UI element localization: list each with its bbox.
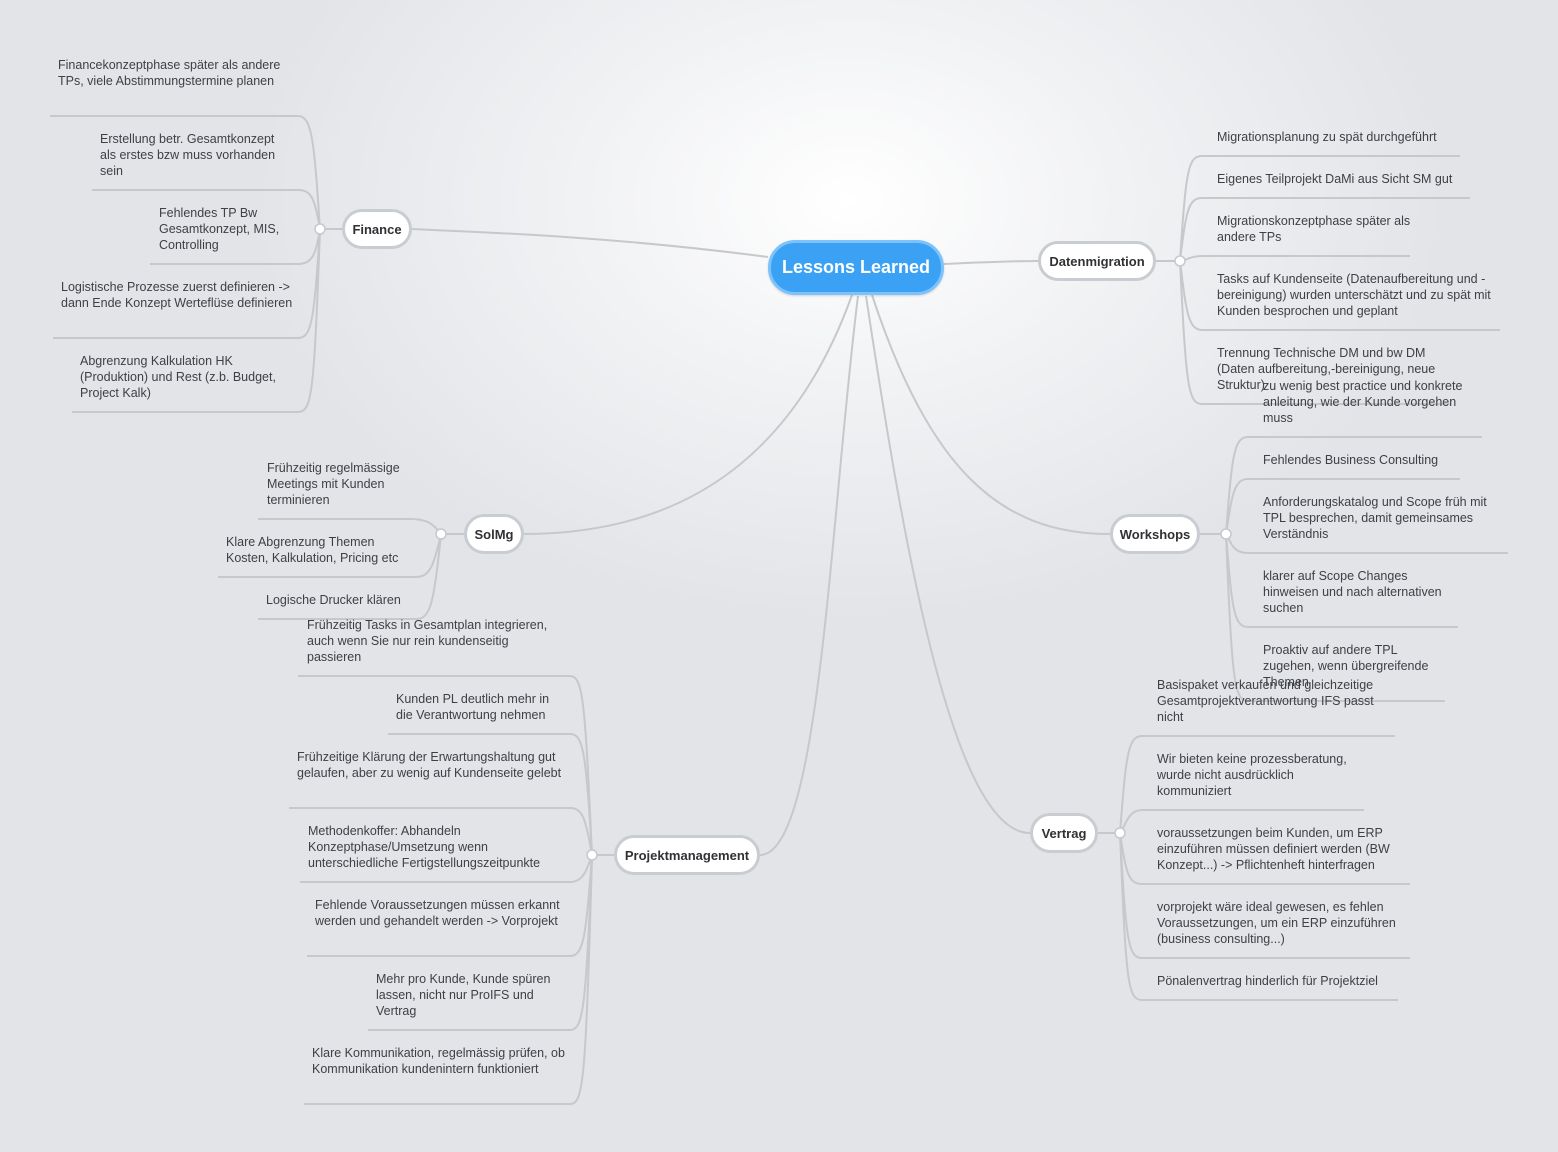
subtopic-solmg-2[interactable]: Klare Abgrenzung Themen Kosten, Kalkulat… bbox=[226, 535, 399, 565]
subtopic-vertrag-1[interactable]: Basispaket verkaufen und gleichzeitige G… bbox=[1157, 678, 1374, 724]
subtopic-pm-2[interactable]: Kunden PL deutlich mehr in die Verantwor… bbox=[396, 692, 550, 722]
link-vertrag bbox=[865, 295, 1031, 834]
subtopic-finance-4[interactable]: Logistische Prozesse zuerst definieren -… bbox=[61, 280, 293, 310]
topic-finance[interactable]: Finance bbox=[342, 209, 412, 249]
datenmigration-node-handle bbox=[1174, 255, 1186, 267]
subtopic-pm-1[interactable]: Frühzeitig Tasks in Gesamtplan integrier… bbox=[307, 618, 548, 664]
central-topic[interactable]: Lessons Learned bbox=[768, 240, 944, 295]
projektmanagement-node-handle bbox=[586, 849, 598, 861]
subtopic-vertrag-2[interactable]: Wir bieten keine prozessberatung, wurde … bbox=[1157, 752, 1347, 798]
subtopic-pm-4[interactable]: Methodenkoffer: Abhandeln Konzeptphase/U… bbox=[308, 824, 541, 870]
topic-vertrag[interactable]: Vertrag bbox=[1030, 813, 1098, 853]
subtopic-dm-5[interactable]: Trennung Technische DM und bw DM (Daten … bbox=[1217, 346, 1436, 392]
subtopic-solmg-3[interactable]: Logische Drucker klären bbox=[266, 593, 401, 607]
subtopic-ws-5[interactable]: Proaktiv auf andere TPL zugehen, wenn üb… bbox=[1263, 643, 1429, 689]
link-solmg bbox=[523, 294, 853, 535]
finance-node-handle bbox=[314, 223, 326, 235]
vertrag-node-handle bbox=[1114, 827, 1126, 839]
subtopic-pm-3[interactable]: Frühzeitige Klärung der Erwartungshaltun… bbox=[297, 750, 562, 780]
subtopic-finance-5[interactable]: Abgrenzung Kalkulation HK (Produktion) u… bbox=[80, 354, 276, 400]
workshops-node-handle bbox=[1220, 528, 1232, 540]
topic-workshops[interactable]: Workshops bbox=[1110, 514, 1200, 554]
subtopic-dm-1[interactable]: Migrationsplanung zu spät durchgeführt bbox=[1217, 130, 1437, 144]
subtopic-vertrag-4[interactable]: vorprojekt wäre ideal gewesen, es fehlen… bbox=[1157, 900, 1396, 946]
link-projektmanagement bbox=[759, 295, 859, 856]
link-workshops bbox=[871, 294, 1111, 535]
subtopic-finance-1[interactable]: Financekonzeptphase später als andere TP… bbox=[58, 58, 281, 88]
subtopic-finance-3[interactable]: Fehlendes TP Bw Gesamtkonzept, MIS, Cont… bbox=[159, 206, 280, 252]
subtopic-dm-2[interactable]: Eigenes Teilprojekt DaMi aus Sicht SM gu… bbox=[1217, 172, 1453, 186]
topic-projektmanagement[interactable]: Projektmanagement bbox=[614, 835, 760, 875]
subtopic-ws-3[interactable]: Anforderungskatalog und Scope früh mit T… bbox=[1263, 495, 1487, 541]
subtopic-ws-2[interactable]: Fehlendes Business Consulting bbox=[1263, 453, 1439, 467]
link-finance bbox=[411, 228, 769, 258]
topic-solmg[interactable]: SolMg bbox=[464, 514, 524, 554]
subtopic-ws-1[interactable]: zu wenig best practice und konkrete anle… bbox=[1263, 379, 1463, 425]
topic-datenmigration[interactable]: Datenmigration bbox=[1038, 241, 1156, 281]
subtopic-dm-3[interactable]: Migrationskonzeptphase später als andere… bbox=[1217, 214, 1411, 244]
subtopic-pm-5[interactable]: Fehlende Voraussetzungen müssen erkannt … bbox=[315, 898, 560, 928]
solmg-node-handle bbox=[435, 528, 447, 540]
subtopic-solmg-1[interactable]: Frühzeitig regelmässige Meetings mit Kun… bbox=[267, 461, 400, 507]
subtopic-dm-4[interactable]: Tasks auf Kundenseite (Datenaufbereitung… bbox=[1217, 272, 1491, 318]
subtopic-vertrag-3[interactable]: voraussetzungen beim Kunden, um ERP einz… bbox=[1157, 826, 1390, 872]
subtopic-pm-6[interactable]: Mehr pro Kunde, Kunde spüren lassen, nic… bbox=[376, 972, 551, 1018]
link-datenmigration bbox=[943, 260, 1039, 265]
subtopic-finance-2[interactable]: Erstellung betr. Gesamtkonzept als erste… bbox=[100, 132, 276, 178]
subtopic-ws-4[interactable]: klarer auf Scope Changes hinweisen und n… bbox=[1263, 569, 1442, 615]
subtopic-pm-7[interactable]: Klare Kommunikation, regelmässig prüfen,… bbox=[312, 1046, 565, 1076]
subtopic-vertrag-5[interactable]: Pönalenvertrag hinderlich für Projektzie… bbox=[1157, 974, 1378, 988]
